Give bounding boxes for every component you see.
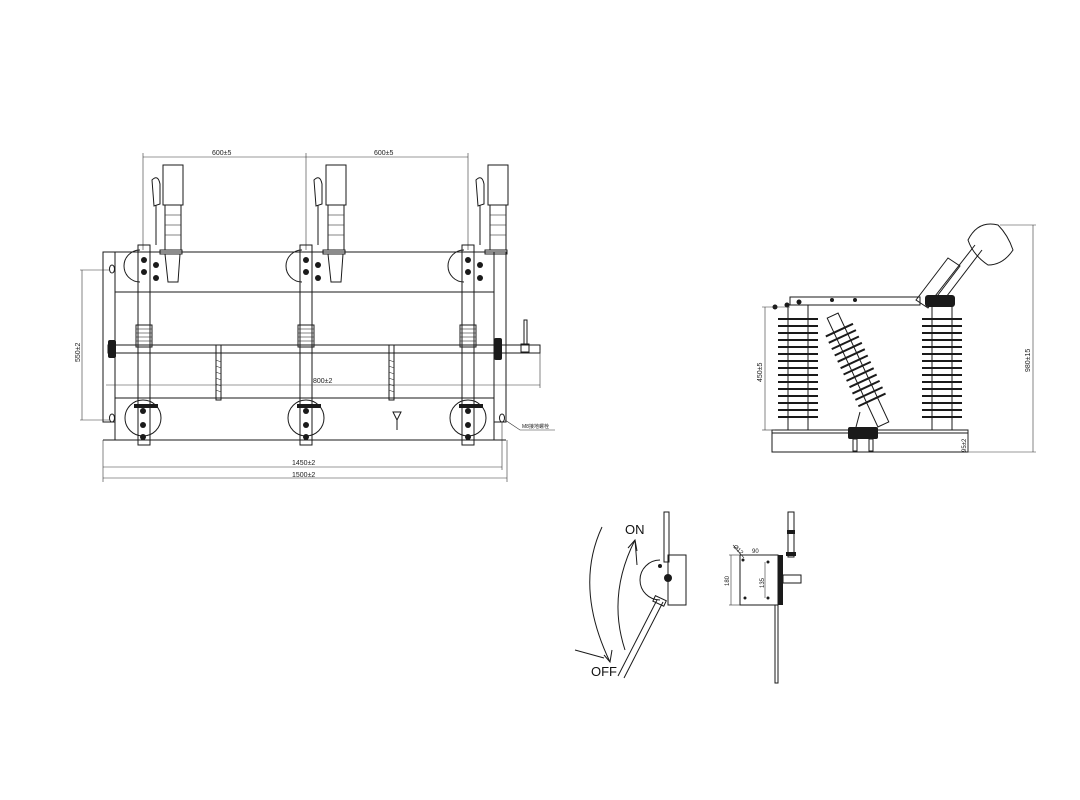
side-view: 450±5 980±15 95±2	[757, 223, 1036, 453]
dim-hole-spacing-v: 135	[760, 577, 766, 588]
dim-height-mounting: 550±2	[75, 342, 82, 362]
dim-insulator-height: 450±5	[757, 362, 764, 382]
off-label: OFF	[591, 664, 617, 679]
pole-spacing-dimension: 600±5 600±5	[142, 150, 469, 250]
shaft-dimension: 800±2	[106, 350, 541, 388]
operating-insulator	[825, 312, 890, 428]
spring-rods	[215, 344, 402, 430]
on-arrow-arc	[617, 539, 636, 651]
pole-1	[123, 164, 184, 446]
width-dimensions: 1450±2 1500±2	[102, 420, 508, 482]
dim-overall-width: 1500±2	[292, 472, 315, 479]
ground-bolt-callout: M8接地螺栓	[499, 413, 555, 431]
dim-inner-width: 1450±2	[292, 460, 315, 467]
contact-blade-head	[915, 223, 1014, 309]
mechanism-detail: 180 90 135 Ø12	[725, 511, 802, 684]
dim-pole-spacing-right: 600±5	[374, 150, 394, 157]
shaft-end-bracket	[108, 319, 530, 360]
side-dimensions: 450±5 980±15 95±2	[757, 224, 1036, 453]
right-post-insulator	[922, 304, 962, 431]
dim-overall-height: 980±15	[1025, 349, 1032, 372]
height-dimension: 550±2	[75, 269, 110, 421]
blade-bar	[789, 296, 921, 306]
on-label: ON	[625, 522, 645, 537]
pole-3	[447, 164, 509, 446]
ground-bolt-label: M8接地螺栓	[522, 423, 549, 430]
mechanism-view: ON OFF	[574, 511, 687, 679]
dim-base-height: 95±2	[962, 438, 968, 452]
dim-plate-height: 180	[725, 575, 731, 586]
dim-pole-spacing-left: 600±5	[212, 150, 232, 157]
off-arrow-arc	[589, 526, 611, 663]
dim-hole-spacing-h: 90	[752, 549, 759, 555]
dim-shaft-length: 800±2	[313, 378, 333, 385]
left-post-insulator	[778, 304, 818, 431]
pole-2	[285, 164, 347, 446]
base-mechanism	[848, 411, 878, 452]
front-view: 600±5 600±5	[75, 150, 555, 482]
